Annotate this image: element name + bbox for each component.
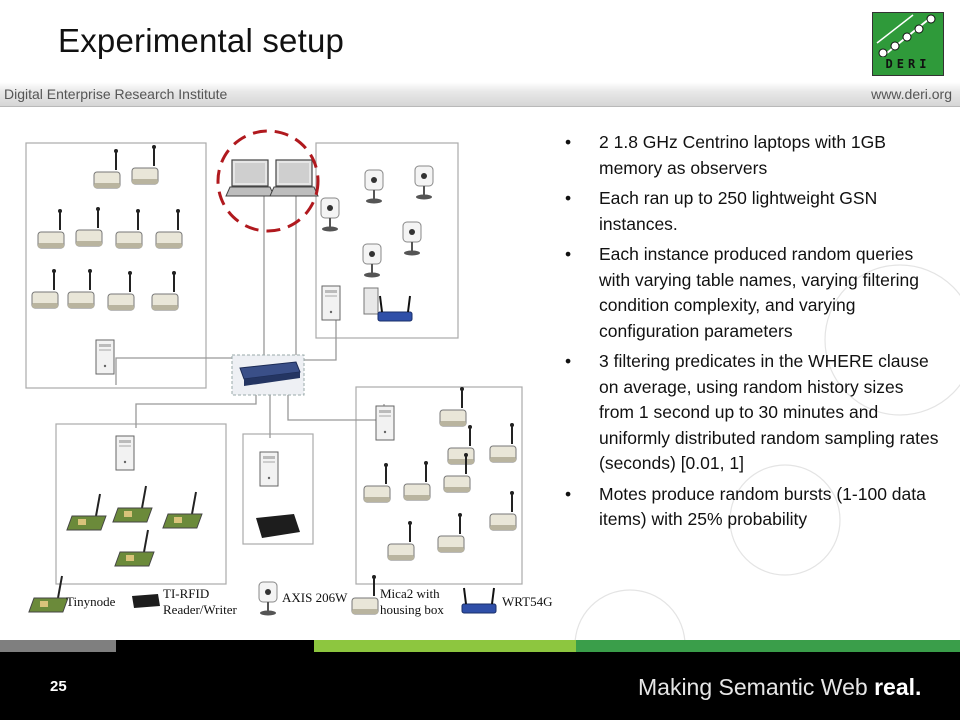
bullet-item: • 3 filtering predicates in the WHERE cla… (562, 349, 940, 477)
slide-title: Experimental setup (58, 22, 345, 59)
color-strip (0, 640, 960, 652)
legend-router-icon (461, 587, 497, 614)
bullet-text: 3 filtering predicates in the WHERE clau… (599, 351, 939, 473)
logo-text: DERI (873, 57, 943, 71)
bullet-dot: • (565, 351, 572, 371)
page-number: 25 (50, 678, 67, 695)
rfid-reader-icon (256, 514, 300, 538)
strip-gray (0, 640, 116, 652)
strip-black (116, 640, 314, 652)
legend-housing-box: housing box (380, 602, 444, 617)
slogan-prefix: Making Semantic Web (638, 674, 875, 700)
switch-icon (239, 361, 301, 386)
pc-icon-left (95, 339, 115, 375)
legend: Tinynode TI-RFID Reader/Writer AXIS 206W… (27, 574, 553, 617)
legend-camera-icon (258, 581, 278, 617)
legend-wrt54g: WRT54G (502, 594, 553, 609)
bullet-dot: • (565, 188, 572, 208)
legend-rfid-icon (132, 594, 160, 608)
slogan: Making Semantic Web real. (638, 674, 921, 701)
bullet-list: • 2 1.8 GHz Centrino laptops with 1GB mem… (562, 130, 940, 538)
pc-icon-camera-panel (321, 285, 341, 321)
legend-ti-rfid: TI-RFID (163, 586, 209, 601)
deri-logo-icon (876, 14, 936, 58)
slogan-bold: real. (874, 674, 922, 700)
bullet-item: • Each instance produced random queries w… (562, 242, 940, 344)
strip-green (576, 640, 960, 652)
legend-mica2: Mica2 with (380, 586, 440, 601)
strip-lime (314, 640, 576, 652)
institute-url: www.deri.org (871, 86, 952, 102)
legend-tinynode: Tinynode (66, 594, 116, 609)
observer-highlight-circle (216, 129, 320, 233)
server-icon (363, 287, 379, 315)
laptop-icons (225, 159, 319, 197)
bullet-dot: • (565, 132, 572, 152)
bullet-text: Each ran up to 250 lightweight GSN insta… (599, 188, 878, 234)
bullet-dot: • (565, 483, 572, 504)
bullet-item: • Motes produce random bursts (1-100 data… (562, 482, 940, 533)
bullet-text: Each instance produced random queries wi… (599, 244, 920, 341)
network-diagram: Tinynode TI-RFID Reader/Writer AXIS 206W… (25, 129, 553, 617)
legend-axis: AXIS 206W (282, 590, 348, 605)
header-band: Digital Enterprise Research Institute ww… (0, 82, 960, 107)
bullet-item: • 2 1.8 GHz Centrino laptops with 1GB mem… (562, 130, 940, 181)
bullet-text: 2 1.8 GHz Centrino laptops with 1GB memo… (599, 132, 886, 178)
bullet-text: Motes produce random bursts (1-100 data … (599, 483, 926, 530)
deri-logo: DERI (872, 12, 944, 76)
pc-icon-tinynodes (115, 435, 135, 471)
bullet-dot: • (565, 244, 572, 264)
institute-name: Digital Enterprise Research Institute (4, 86, 228, 102)
footer: 25 Making Semantic Web real. (0, 652, 960, 720)
pc-icon-rfid (259, 451, 279, 487)
pc-icon-bottom-right (375, 405, 395, 441)
legend-reader-writer: Reader/Writer (163, 602, 237, 617)
bullet-item: • Each ran up to 250 lightweight GSN inst… (562, 186, 940, 237)
